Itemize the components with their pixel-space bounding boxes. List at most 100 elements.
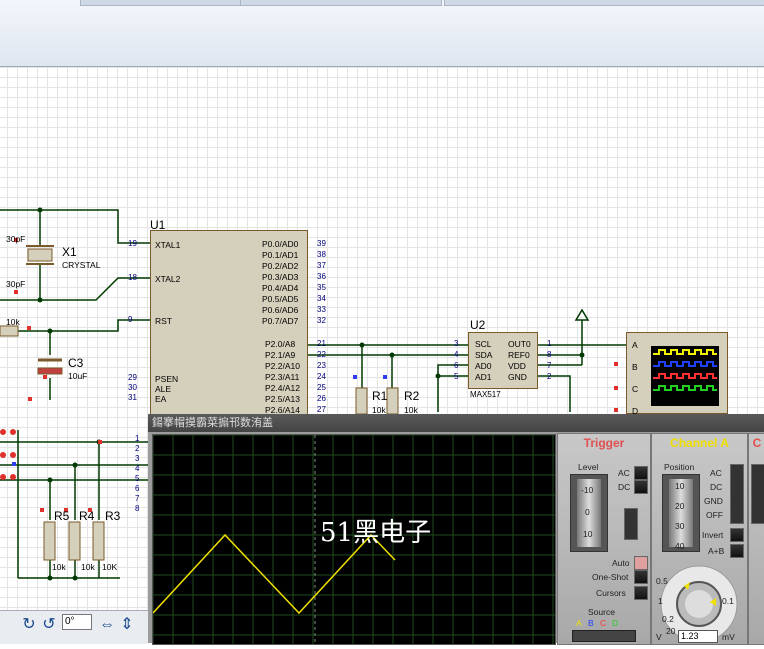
trigger-level-knob[interactable]: -10 0 10 <box>570 474 608 552</box>
trigger-source-slider[interactable] <box>572 630 636 642</box>
r2-value: 10k <box>404 405 418 415</box>
trigger-dc-label: DC <box>618 482 631 492</box>
u2-pin-number: 1 <box>547 339 552 348</box>
x1-cap-top-label: 30pF <box>6 234 26 244</box>
u1-pin-name: ALE <box>155 384 172 394</box>
u2-pin-name: OUT0 <box>508 339 531 349</box>
trigger-oneshot-button[interactable] <box>634 570 648 584</box>
port-pin-number: 1 <box>135 434 140 443</box>
trigger-source-channel[interactable]: A <box>576 618 582 628</box>
port-pin-number: 3 <box>135 454 140 463</box>
trigger-dc-button[interactable] <box>634 480 648 494</box>
channel-a-panel: Channel A Position 10 20 30 40 AC DC GND… <box>651 433 748 645</box>
channel-a-v-label: V <box>656 632 662 642</box>
reset-resistor-value: 10k <box>6 317 20 327</box>
trigger-auto-button[interactable] <box>634 556 648 570</box>
x1-value: CRYSTAL <box>62 260 101 270</box>
trigger-ac-button[interactable] <box>634 466 648 480</box>
r3-value: 10K <box>102 562 118 572</box>
scope-preview-screen <box>651 346 719 406</box>
u1-pin-number: 22 <box>317 350 326 359</box>
u1-pin-number: 18 <box>128 273 137 282</box>
window-toolbar <box>0 0 764 67</box>
u1-pin-name: P0.4/AD4 <box>262 283 299 293</box>
u1-pin-number: 35 <box>317 283 326 292</box>
oscilloscope-title[interactable]: 鍚搴帽摸霸菜搧邗数洧盖 <box>148 414 764 432</box>
u1-pin-name: XTAL2 <box>155 274 181 284</box>
channel-a-aplusb-button[interactable] <box>730 544 744 558</box>
channel-b-coupling-switch[interactable] <box>751 464 764 524</box>
u1-pin-name: P0.6/AD6 <box>262 305 299 315</box>
dial-tick: 0.2 <box>662 614 674 624</box>
rotation-angle-field[interactable]: 0° <box>62 614 92 630</box>
scope-channel-label: B <box>632 362 638 372</box>
mirror-horizontal-icon[interactable]: ⇔ <box>99 616 115 633</box>
u2-pin-number: 7 <box>547 361 552 370</box>
u1-chip-body[interactable] <box>150 230 308 422</box>
u1-pin-number: 34 <box>317 294 326 303</box>
channel-a-value-field[interactable]: 1.23 <box>678 630 718 643</box>
u1-pin-number: 19 <box>128 239 137 248</box>
u1-pin-number: 21 <box>317 339 326 348</box>
u2-pin-name: AD1 <box>475 372 492 382</box>
watermark-text: 51黑电子 <box>320 518 432 548</box>
channel-a-invert-button[interactable] <box>730 528 744 542</box>
c3-value: 10uF <box>68 371 88 381</box>
u2-pin-number: 6 <box>454 361 459 370</box>
toolbar-tab[interactable] <box>444 0 764 6</box>
u1-pin-number: 31 <box>128 393 137 402</box>
u1-pin-number: 9 <box>128 315 133 324</box>
channel-a-invert-label: Invert <box>702 530 724 540</box>
channel-a-ac-label: AC <box>710 468 722 478</box>
u1-pin-number: 25 <box>317 383 326 392</box>
channel-a-mv-label: mV <box>722 632 735 642</box>
channel-a-dc-label: DC <box>710 482 723 492</box>
trigger-source-channel[interactable]: C <box>600 618 607 628</box>
u2-pin-name: VDD <box>508 361 526 371</box>
trigger-level-label: Level <box>578 462 599 472</box>
u1-pin-name: P0.5/AD5 <box>262 294 299 304</box>
u1-pin-name: P0.1/AD1 <box>262 250 299 260</box>
toolbar-tab[interactable] <box>240 0 442 6</box>
trigger-title: Trigger <box>583 436 625 450</box>
scope-channel-label: D <box>632 406 639 416</box>
u1-pin-number: 23 <box>317 361 326 370</box>
u1-pin-name: P2.2/A10 <box>265 361 300 371</box>
u1-pin-name: P0.0/AD0 <box>262 239 299 249</box>
r3-ref: R3 <box>105 509 121 523</box>
trigger-source-channel[interactable]: D <box>612 618 619 628</box>
u1-pin-name: P2.6/A14 <box>265 405 300 415</box>
channel-a-coupling-switch[interactable] <box>730 464 744 524</box>
channel-a-position-label: Position <box>664 462 695 472</box>
mirror-vertical-icon[interactable]: ⇕ <box>120 616 134 633</box>
u1-pin-number: 27 <box>317 405 326 414</box>
u1-pin-number: 26 <box>317 394 326 403</box>
channel-b-title: C <box>752 436 762 450</box>
u2-chip-body[interactable] <box>468 332 538 389</box>
c3-ref: C3 <box>68 356 84 370</box>
u2-pin-name: AD0 <box>475 361 492 371</box>
dial-tick: 20 <box>666 626 676 636</box>
u1-pin-name: P0.2/AD2 <box>262 261 299 271</box>
trigger-cursors-button[interactable] <box>634 586 648 600</box>
u1-pin-name: RST <box>155 316 172 326</box>
rotate-clockwise-icon[interactable]: ↻ <box>22 616 36 633</box>
u1-pin-name: P2.5/A13 <box>265 394 300 404</box>
channel-a-gnd-label: GND <box>704 496 723 506</box>
u1-pin-name: P0.7/AD7 <box>262 316 299 326</box>
port-pin-number: 5 <box>135 474 140 483</box>
u2-pin-number: 2 <box>547 372 552 381</box>
x1-ref: X1 <box>62 245 77 259</box>
channel-a-position-knob[interactable]: 10 20 30 40 <box>662 474 700 552</box>
trigger-edge-switch[interactable] <box>624 508 638 540</box>
trigger-source-channel[interactable]: B <box>588 618 594 628</box>
r1-ref: R1 <box>372 389 388 403</box>
trigger-ac-label: AC <box>618 468 630 478</box>
u1-pin-number: 30 <box>128 383 137 392</box>
port-pin-number: 6 <box>135 484 140 493</box>
rotate-anticlockwise-icon[interactable]: ↺ <box>42 616 56 633</box>
trigger-oneshot-label: One-Shot <box>592 572 629 582</box>
x1-cap-bottom-label: 30pF <box>6 279 26 289</box>
